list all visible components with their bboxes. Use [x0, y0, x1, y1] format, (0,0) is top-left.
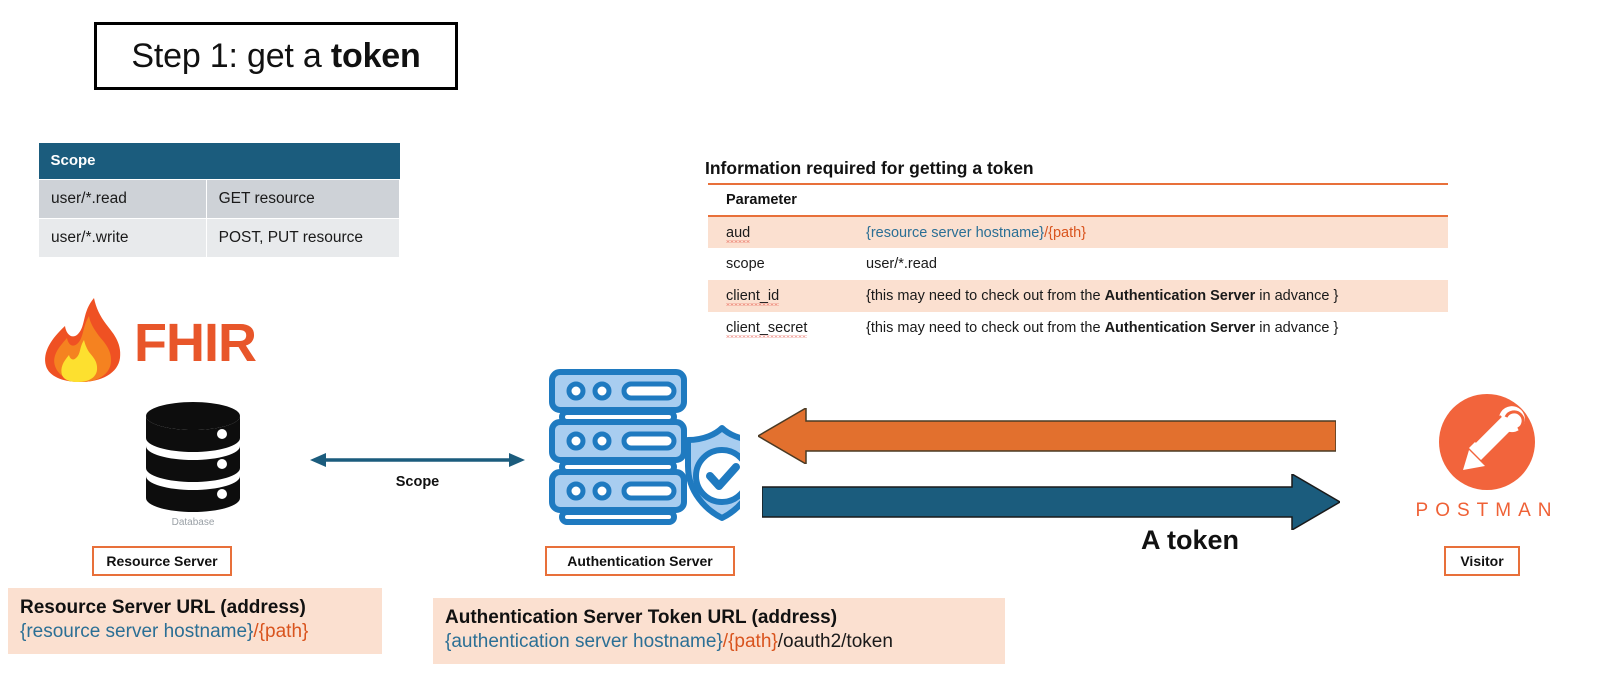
- parameter-value-client-id: {this may need to check out from the Aut…: [848, 280, 1448, 312]
- resource-server-label: Resource Server: [92, 546, 232, 576]
- table-row: aud {resource server hostname}/{path}: [708, 216, 1448, 248]
- parameter-name-scope: scope: [708, 248, 848, 280]
- scope-cell-name: user/*.write: [38, 217, 207, 258]
- scope-double-arrow: [310, 452, 525, 468]
- scope-table-header-row: Scope: [38, 143, 400, 179]
- check-circle-icon: [693, 447, 751, 505]
- resource-server-url-callout: Resource Server URL (address) {resource …: [8, 588, 382, 655]
- table-row: user/*.read GET resource: [38, 178, 401, 219]
- slide-title-text: Step 1: get a token: [131, 37, 420, 76]
- table-row: client_id {this may need to check out fr…: [708, 280, 1448, 312]
- parameter-name-client-id: client_id: [708, 280, 848, 312]
- info-table-header-parameter: Parameter: [708, 183, 848, 217]
- parameter-name-aud: aud: [708, 216, 848, 248]
- parameter-value-aud: {resource server hostname}/{path}: [848, 216, 1448, 248]
- scope-cell-name: user/*.read: [38, 178, 207, 219]
- resource-url-value: {resource server hostname}/{path}: [20, 620, 309, 642]
- visitor-label: Visitor: [1444, 546, 1520, 576]
- request-arrow-left: [756, 406, 1337, 466]
- parameter-value-client-secret: {this may need to check out from the Aut…: [848, 312, 1448, 344]
- info-table-header-row: Parameter: [708, 183, 1448, 217]
- title-prefix: Step 1: get a: [131, 36, 331, 75]
- scope-table: Scope user/*.read GET resource user/*.wr…: [38, 143, 401, 258]
- check-icon: [706, 463, 740, 490]
- title-emphasis: token: [330, 36, 421, 75]
- authentication-server-icon: [540, 366, 759, 534]
- table-row: client_secret {this may need to check ou…: [708, 312, 1448, 344]
- database-icon: [146, 402, 240, 512]
- info-table-header-value: [848, 183, 1448, 217]
- table-row: scope user/*.read: [708, 248, 1448, 280]
- auth-url-heading: Authentication Server Token URL (address…: [445, 607, 838, 628]
- scope-table-header-scope: Scope: [38, 143, 207, 179]
- fhir-wordmark: FHIR: [134, 313, 257, 373]
- scope-table-header-blank: [206, 143, 400, 179]
- postman-wordmark: POSTMAN: [1415, 500, 1559, 521]
- scope-cell-action: POST, PUT resource: [205, 217, 401, 258]
- authentication-server-url-callout: Authentication Server Token URL (address…: [433, 598, 1005, 665]
- token-parameters-table: Parameter aud {resource server hostname}…: [708, 183, 1448, 344]
- info-table-title: Information required for getting a token: [705, 158, 1034, 178]
- postman-logo: POSTMAN: [1407, 392, 1567, 532]
- double-arrow-icon: [310, 453, 525, 467]
- parameter-value-scope: user/*.read: [848, 248, 1448, 280]
- auth-url-value: {authentication server hostname}/{path}/…: [445, 630, 893, 652]
- token-info-block: Information required for getting a token…: [705, 158, 1448, 344]
- slide-title-box: Step 1: get a token: [94, 22, 458, 90]
- token-arrow-label: A token: [1140, 525, 1239, 555]
- parameter-name-client-secret: client_secret: [708, 312, 848, 344]
- token-arrow-right: [761, 472, 1342, 532]
- scope-cell-action: GET resource: [205, 178, 401, 219]
- server-stack-icon: [549, 369, 759, 525]
- fhir-logo: FHIR: [32, 296, 272, 382]
- right-arrow-icon: [761, 472, 1342, 532]
- table-row: user/*.write POST, PUT resource: [38, 217, 401, 258]
- authentication-server-label: Authentication Server: [545, 546, 735, 576]
- left-arrow-icon: [756, 406, 1337, 466]
- resource-url-heading: Resource Server URL (address): [20, 597, 306, 618]
- database-icon-card: Database: [122, 398, 264, 530]
- postman-icon: [1439, 394, 1535, 490]
- scope-arrow-label: Scope: [395, 474, 440, 490]
- flame-icon: [45, 298, 121, 382]
- database-caption: Database: [171, 517, 215, 528]
